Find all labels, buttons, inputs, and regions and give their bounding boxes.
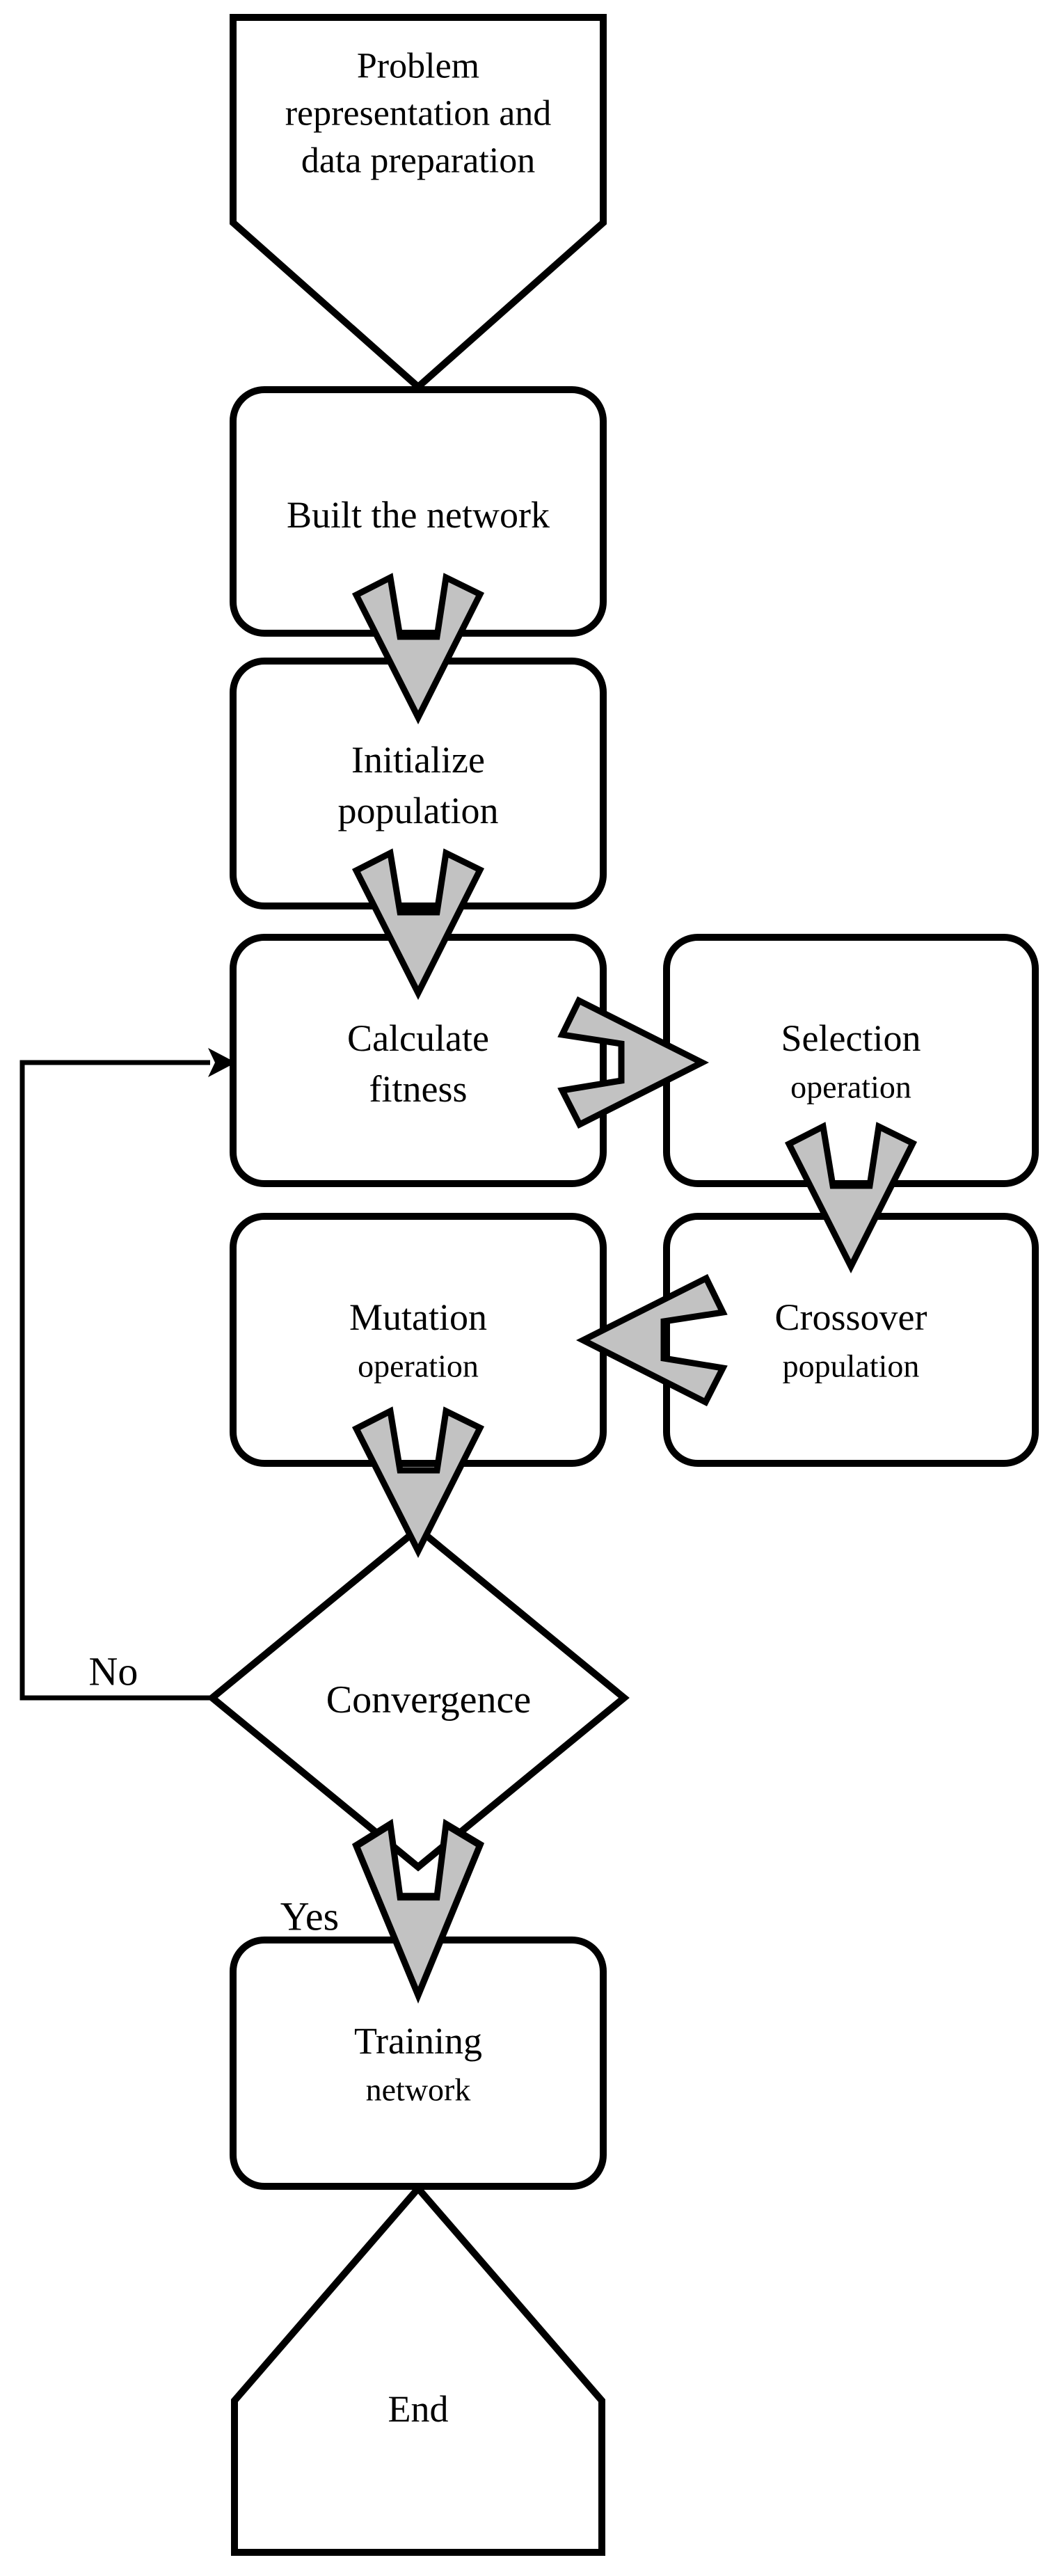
mutation-label-line2: operation (358, 1349, 479, 1384)
flow-arrow-initialize-to-calculate-icon (351, 848, 485, 1000)
initialize-label-line1: Initialize (351, 739, 485, 781)
flow-arrow-selection-to-crossover-icon (784, 1122, 918, 1273)
mutation-label-line1: Mutation (349, 1296, 487, 1338)
node-mutation-operation (230, 1213, 607, 1467)
no-feedback-connector (19, 1060, 212, 1701)
node-end-pentagon (231, 2183, 605, 2556)
convergence-label: Convergence (326, 1678, 531, 1722)
flow-arrow-built-to-initialize-icon (351, 573, 485, 724)
no-branch-label: No (89, 1649, 138, 1694)
flow-arrow-crossover-to-mutation-icon (576, 1273, 728, 1407)
node-convergence-diamond (207, 1524, 630, 1872)
flow-arrow-calculate-to-selection-icon (557, 996, 709, 1129)
training-label-line1: Training (354, 2020, 482, 2062)
calculate-label-line2: fitness (369, 1068, 468, 1110)
built-network-label: Built the network (287, 494, 550, 536)
node-built-network (230, 386, 607, 637)
crossover-label-line2: population (783, 1349, 920, 1384)
node-start-pentagon (230, 14, 607, 392)
start-label-line2: representation and (285, 94, 552, 134)
start-label-line3: data preparation (301, 141, 535, 181)
start-label-line1: Problem (357, 47, 479, 86)
crossover-label-line1: Crossover (775, 1296, 927, 1338)
selection-label-line2: operation (790, 1070, 911, 1105)
initialize-label-line2: population (338, 790, 499, 832)
selection-label-line1: Selection (781, 1017, 921, 1059)
end-label: End (388, 2388, 449, 2430)
node-selection-operation (663, 934, 1039, 1187)
loop-arrowhead-icon (208, 1048, 236, 1077)
yes-branch-label: Yes (280, 1894, 339, 1939)
flow-arrow-mutation-to-convergence-icon (351, 1406, 485, 1558)
training-label-line2: network (366, 2072, 471, 2108)
flow-arrow-yes-convergence-to-training-icon (351, 1818, 485, 2004)
calculate-label-line1: Calculate (347, 1017, 489, 1059)
